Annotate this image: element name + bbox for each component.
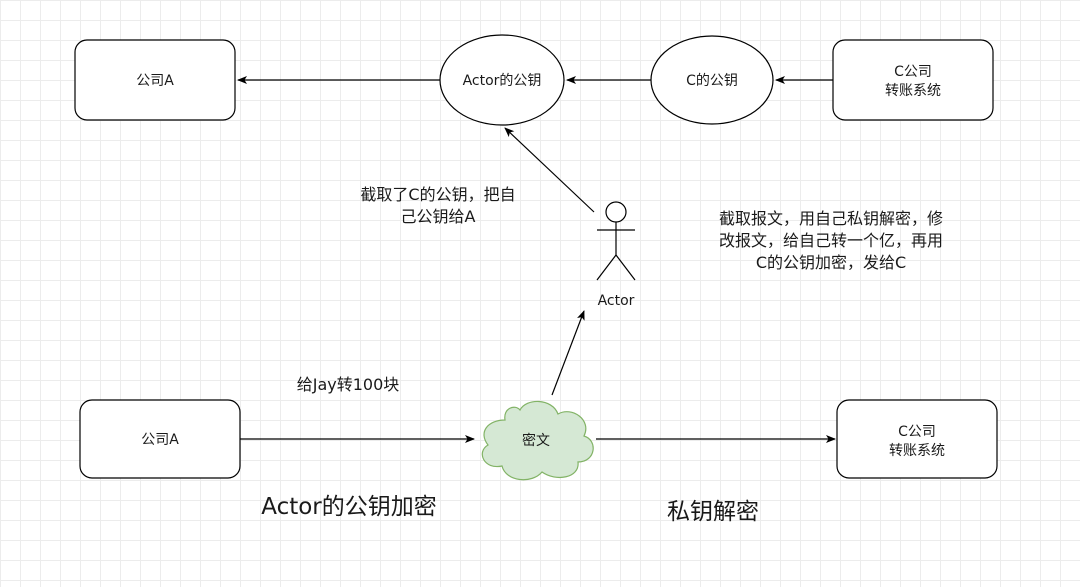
c-public-key-ellipse[interactable]: C的公钥 xyxy=(650,35,774,125)
actor-right-leg xyxy=(615,254,636,281)
note-intercept-msg-line1: 截取报文，用自己私钥解密，修 xyxy=(719,209,943,228)
actor-head xyxy=(605,201,627,223)
company-a-box-top[interactable]: 公司A xyxy=(74,39,236,121)
actor-label: Actor xyxy=(598,293,635,309)
c-public-key-label: C的公钥 xyxy=(686,73,738,89)
c-company-top-line2: 转账系统 xyxy=(885,83,941,99)
actor-public-key-ellipse[interactable]: Actor的公钥 xyxy=(439,34,565,126)
c-company-top-line1: C公司 xyxy=(894,64,932,80)
actor-left-leg xyxy=(596,254,617,281)
note-transfer-msg: 给Jay转100块 xyxy=(297,375,400,394)
actor-public-key-label: Actor的公钥 xyxy=(463,73,542,89)
caption-decrypt: 私钥解密 xyxy=(667,499,759,525)
c-company-bottom-line1: C公司 xyxy=(898,424,936,440)
note-intercept-key-line1: 截取了C的公钥，把自 xyxy=(360,185,515,204)
actor-figure[interactable] xyxy=(596,201,636,281)
note-intercept-msg-line2: 改报文，给自己转一个亿，再用 xyxy=(719,231,943,250)
company-a-label-bottom: 公司A xyxy=(141,432,179,448)
note-intercept-key-line2: 己公钥给A xyxy=(401,207,476,226)
ciphertext-cloud[interactable]: 密文 xyxy=(481,400,594,481)
caption-encrypt: Actor的公钥加密 xyxy=(261,494,437,520)
c-company-bottom-line2: 转账系统 xyxy=(889,443,945,459)
c-company-box-bottom[interactable]: C公司 转账系统 xyxy=(836,399,998,479)
arrow-ciphertext-to-actor xyxy=(551,310,585,396)
note-intercept-msg-line3: C的公钥加密，发给C xyxy=(756,253,906,272)
arrow-actor-to-actor-key xyxy=(504,127,595,213)
company-a-box-bottom[interactable]: 公司A xyxy=(79,399,241,479)
company-a-label-top: 公司A xyxy=(136,73,174,89)
c-company-box-top[interactable]: C公司 转账系统 xyxy=(832,39,994,121)
ciphertext-label: 密文 xyxy=(522,432,550,449)
